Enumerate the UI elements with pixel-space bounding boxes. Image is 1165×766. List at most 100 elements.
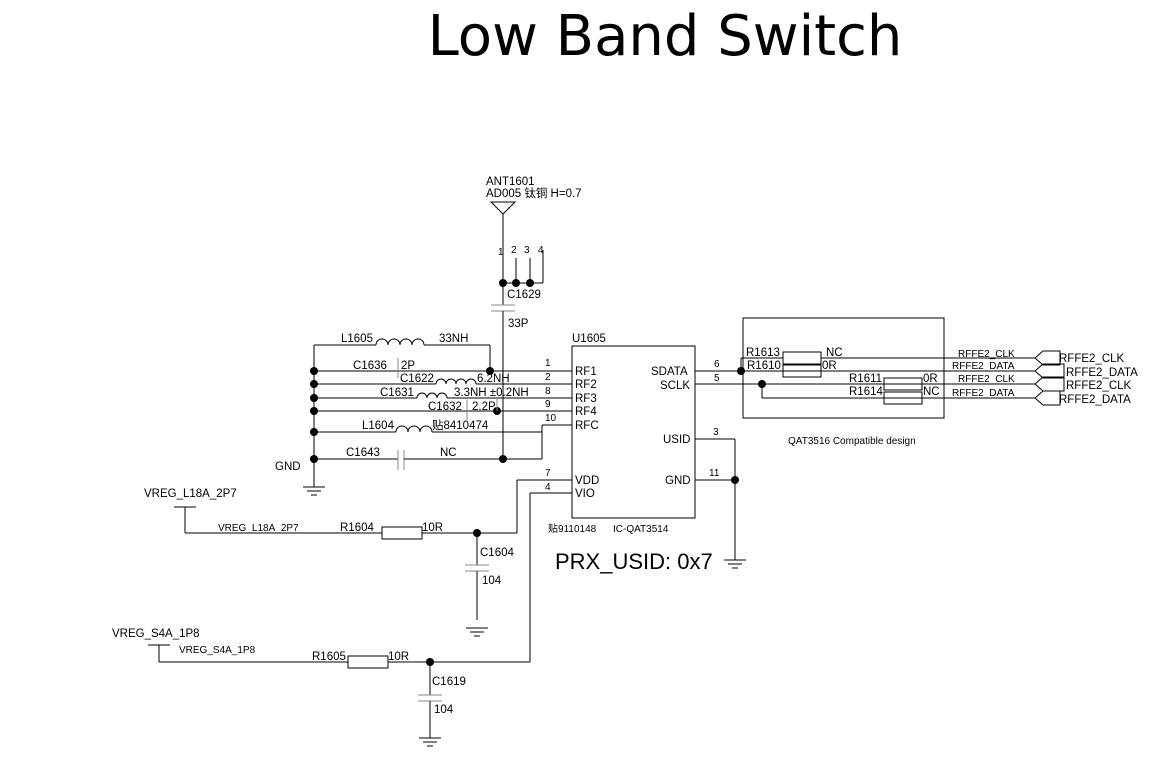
- inductor-l1604: L1604 贴8410474: [314, 418, 572, 459]
- l1604-value: 贴8410474: [432, 418, 489, 432]
- l1605-ref: L1605: [341, 333, 373, 345]
- l1605-value: 33NH: [439, 333, 468, 345]
- ic-pin-rf2: RF2: [575, 379, 597, 391]
- r1605-value: 10R: [388, 651, 409, 663]
- antenna-pin-2: 2: [511, 245, 517, 256]
- r1611-ref: R1611: [849, 373, 882, 385]
- c1632-value: 2.2P: [472, 401, 496, 413]
- port-flag-icon: [1034, 390, 1061, 406]
- ground-symbol: [303, 480, 325, 496]
- ic-pin-num-gnd: 11: [709, 468, 720, 479]
- c1619-ref: C1619: [432, 676, 466, 688]
- c1632-ref: C1632: [428, 401, 462, 413]
- usid-note: PRX_USID: 0x7: [555, 549, 713, 574]
- port-rffe2-clk-2: RFFE2_CLK: [1034, 376, 1132, 392]
- c1643-value: NC: [440, 447, 457, 459]
- rf1-net: C1636 2P: [314, 358, 572, 378]
- ic-pin-num-usid: 3: [713, 427, 719, 438]
- capacitor-c1629: C1629 33P: [491, 289, 541, 459]
- port-rffe2-clk-1: RFFE2_CLK: [1034, 350, 1125, 366]
- usid-gnd-net: [695, 438, 746, 569]
- ic-ref: U1605: [572, 333, 606, 345]
- r1611-value: 0R: [923, 373, 938, 385]
- port-rffe2-data-1: RFFE2_DATA: [1034, 363, 1138, 379]
- rf4-net: C1632 2.2P: [314, 398, 572, 420]
- ic-pin-usid: USID: [663, 434, 690, 446]
- ic-pin-rf1: RF1: [575, 366, 597, 378]
- c1622-ref: C1622: [400, 373, 434, 385]
- ic-pin-vdd: VDD: [575, 475, 599, 487]
- vreg-s4a-net-label: VREG_S4A_1P8: [179, 645, 256, 656]
- inductor-coil-icon: [375, 338, 425, 346]
- resistor-r1604: [381, 526, 423, 540]
- c1604-value: 104: [482, 575, 502, 587]
- port-label-rffe2-data-2: RFFE2_DATA: [1059, 394, 1131, 406]
- r1610-ref: R1610: [747, 360, 781, 372]
- port-rffe2-data-2: RFFE2_DATA: [1034, 390, 1131, 406]
- r1613-ref: R1613: [746, 347, 780, 359]
- ic-pin-num-rf1: 1: [545, 358, 551, 369]
- vreg-l18a-net-label: VREG_L18A_2P7: [218, 523, 299, 534]
- port-flag-icon: [1034, 350, 1061, 366]
- ic-pin-gnd: GND: [665, 475, 691, 487]
- ic-pin-num-sdata: 6: [714, 359, 720, 370]
- inductor-coil-icon: [416, 392, 448, 399]
- port-label-rffe2-data-1: RFFE2_DATA: [1066, 367, 1138, 379]
- c1643-ref: C1643: [346, 447, 380, 459]
- junction-dot: [499, 279, 507, 287]
- compat-box-label: QAT3516 Compatible design: [788, 436, 916, 447]
- r1605-ref: R1605: [312, 651, 346, 663]
- c1604-ref: C1604: [480, 547, 514, 559]
- net-label-rffe2-clk-1: RFFE2_CLK: [958, 349, 1015, 360]
- ic-pin-sdata: SDATA: [651, 366, 688, 378]
- ic-pin-rf3: RF3: [575, 393, 597, 405]
- ic-pin-rf4: RF4: [575, 406, 597, 418]
- antenna-pin-1: 1: [498, 247, 504, 258]
- antenna-ref-label: ANT1601: [486, 176, 535, 188]
- ic-pin-vio: VIO: [575, 488, 595, 500]
- capacitor-c1643: C1643 NC: [314, 447, 542, 470]
- port-flag-icon: [1034, 376, 1065, 392]
- r1613-value: NC: [826, 347, 843, 359]
- r1604-value: 10R: [422, 522, 443, 534]
- gnd-label: GND: [275, 461, 301, 473]
- ic-pin-num-rf4: 9: [545, 399, 551, 410]
- vio-supply-net: VREG_S4A_1P8 VREG_S4A_1P8 R1605 10R C161…: [112, 492, 572, 747]
- ic-stock-code: 贴9110148: [548, 522, 597, 535]
- r1604-ref: R1604: [340, 522, 374, 534]
- antenna-ant1601: ANT1601 AD005 钛铜 H=0.7 1 2 3 4: [486, 176, 582, 305]
- junction-dot: [526, 279, 534, 287]
- ic-pin-rfc: RFC: [575, 420, 599, 432]
- ic-pin-sclk: SCLK: [660, 380, 690, 392]
- ic-pin-num-vdd: 7: [545, 468, 551, 479]
- port-label-rffe2-clk-1: RFFE2_CLK: [1059, 353, 1125, 365]
- ic-pin-num-rf2: 2: [545, 372, 551, 383]
- vreg-l18a-port-label: VREG_L18A_2P7: [144, 488, 237, 500]
- c1636-ref: C1636: [353, 360, 387, 372]
- net-label-rffe2-clk-2: RFFE2_CLK: [958, 374, 1015, 385]
- l1604-ref: L1604: [362, 420, 395, 432]
- ic-body: [571, 345, 696, 519]
- c1619-value: 104: [434, 704, 454, 716]
- port-label-rffe2-clk-2: RFFE2_CLK: [1066, 380, 1132, 392]
- port-flag-icon: [1034, 363, 1065, 379]
- rf3-net: C1631 3.3NH ±0.2NH: [314, 387, 572, 399]
- ic-pin-num-vio: 4: [545, 482, 551, 493]
- ic-pin-num-sclk: 5: [714, 373, 720, 384]
- r1610-value: 0R: [822, 360, 837, 372]
- antenna-icon: [489, 201, 517, 215]
- ic-part-number: IC-QAT3514: [613, 524, 669, 535]
- antenna-pin-3: 3: [524, 245, 530, 256]
- c1631-ref: C1631: [380, 387, 414, 399]
- inductor-coil-icon: [435, 378, 477, 385]
- resistor-r1605: [347, 655, 389, 669]
- rf2-net: C1622 6.2NH: [314, 373, 572, 385]
- ic-pin-num-rfc: 10: [545, 413, 557, 424]
- inductor-coil-icon: [395, 425, 433, 433]
- vreg-s4a-port-label: VREG_S4A_1P8: [112, 628, 200, 640]
- ic-pin-num-rf3: 8: [545, 386, 551, 397]
- ic-u1605: U1605 1 RF1 2 RF2 8 RF3 9 RF4 10 RFC 7 V…: [545, 333, 720, 535]
- c1631-value: 3.3NH ±0.2NH: [454, 387, 529, 399]
- antenna-pin-4: 4: [538, 245, 544, 256]
